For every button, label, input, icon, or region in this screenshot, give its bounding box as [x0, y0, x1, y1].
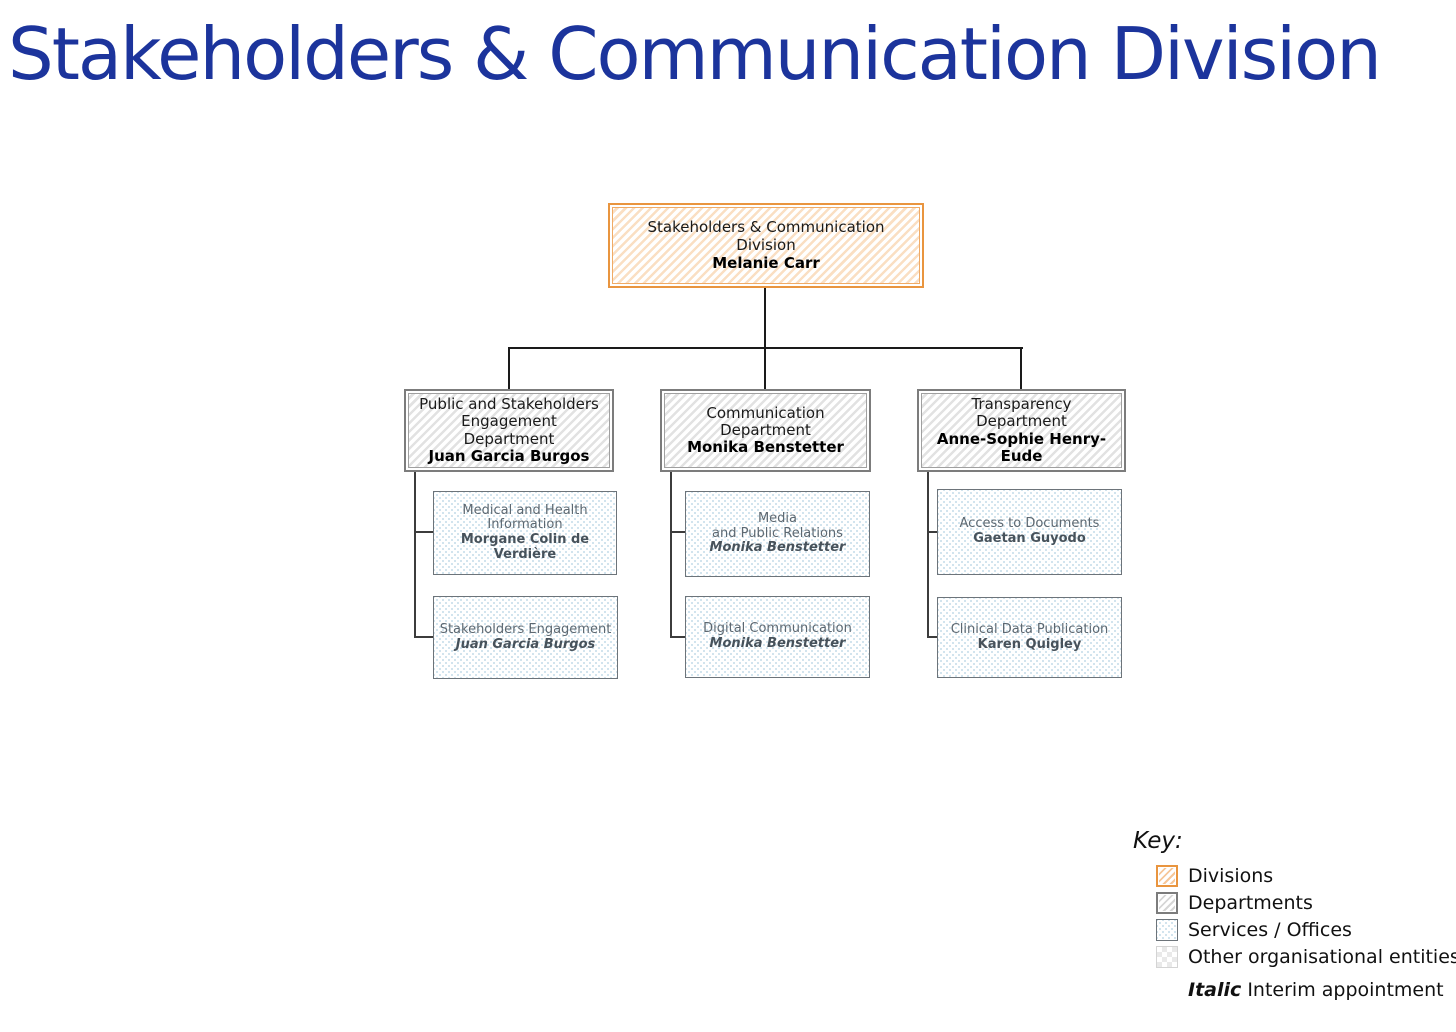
department-head-name: Anne-Sophie Henry- Eude: [936, 429, 1107, 465]
legend-label: Other organisational entities: [1188, 945, 1456, 968]
service-head-name: Karen Quigley: [977, 636, 1082, 652]
service-box-stakeholders-engagement: Stakeholders Engagement Juan Garcia Burg…: [433, 596, 618, 679]
legend-swatch-other-entities-icon: [1156, 945, 1178, 968]
legend-swatch-departments-icon: [1156, 891, 1178, 914]
service-label: Stakeholders Engagement: [439, 621, 612, 637]
service-head-name: Juan Garcia Burgos: [455, 636, 596, 652]
service-label: Digital Communication: [703, 621, 852, 637]
legend-row-departments: Departments: [1156, 889, 1456, 916]
connector-dept1-drop: [508, 347, 510, 389]
connector-dept2-stub2: [670, 636, 685, 638]
connector-dept2-elbow: [670, 472, 672, 638]
service-box-media-public-relations: Media and Public Relations Monika Benste…: [685, 491, 870, 577]
legend-interim-term: Italic: [1188, 979, 1242, 1001]
department-label: Transparency Department: [971, 395, 1072, 431]
legend-interim-desc: Interim appointment: [1247, 979, 1444, 1001]
legend-label: Services / Offices: [1188, 918, 1352, 941]
service-box-digital-communication: Digital Communication Monika Benstetter: [685, 596, 870, 678]
legend-heading: Key:: [1133, 828, 1183, 854]
connector-dept1-stub1: [414, 531, 433, 533]
connector-dept3-stub2: [927, 636, 937, 638]
service-head-name: Morgane Colin de Verdière: [460, 532, 590, 562]
department-label: Communication Department: [706, 403, 825, 439]
legend-row-divisions: Divisions: [1156, 862, 1456, 889]
connector-dept1-stub2: [414, 636, 433, 638]
legend-label: Divisions: [1188, 864, 1274, 887]
legend-row-services-offices: Services / Offices: [1156, 916, 1456, 943]
service-box-clinical-data-publication: Clinical Data Publication Karen Quigley: [937, 597, 1122, 678]
department-head-name: Monika Benstetter: [687, 438, 844, 457]
connector-dept1-elbow: [414, 472, 416, 638]
department-box-transparency: Transparency Department Anne-Sophie Henr…: [917, 389, 1126, 472]
connector-dept3-drop: [1020, 347, 1022, 389]
service-box-access-to-documents: Access to Documents Gaetan Guyodo: [937, 489, 1122, 575]
department-label: Public and Stakeholders Engagement Depar…: [419, 395, 599, 448]
service-head-name: Monika Benstetter: [709, 636, 846, 651]
legend-row-other-entities: Other organisational entities: [1156, 943, 1456, 970]
service-head-name: Gaetan Guyodo: [973, 531, 1086, 546]
department-box-public-stakeholders-engagement: Public and Stakeholders Engagement Depar…: [404, 389, 614, 472]
department-head-name: Juan Garcia Burgos: [428, 446, 590, 465]
legend-swatch-divisions-icon: [1156, 864, 1178, 887]
connector-dept3-stub1: [927, 531, 937, 533]
service-label: Medical and Health Information: [462, 502, 588, 533]
legend-swatch-services-icon: [1156, 918, 1178, 941]
connector-dept2-stub1: [670, 531, 685, 533]
division-head-name: Melanie Carr: [712, 254, 820, 273]
legend-interim-note: Italic Interim appointment: [1188, 979, 1456, 1001]
department-box-communication: Communication Department Monika Benstett…: [660, 389, 871, 472]
legend: Key: Divisions Departments Services / Of…: [1133, 828, 1456, 1001]
division-box: Stakeholders & Communication Division Me…: [608, 203, 924, 288]
page-title: Stakeholders & Communication Division: [8, 12, 1382, 96]
service-label: Clinical Data Publication: [950, 621, 1109, 637]
connector-dept2-drop: [764, 347, 766, 389]
division-label: Stakeholders & Communication Division: [647, 218, 885, 255]
service-label: Access to Documents: [959, 516, 1100, 532]
service-head-name: Monika Benstetter: [709, 540, 846, 556]
connector-division-drop: [764, 288, 766, 347]
connector-dept3-elbow: [927, 472, 929, 638]
service-box-medical-health-information: Medical and Health Information Morgane C…: [433, 491, 617, 575]
service-label: Media and Public Relations: [712, 511, 843, 541]
legend-label: Departments: [1188, 891, 1313, 914]
